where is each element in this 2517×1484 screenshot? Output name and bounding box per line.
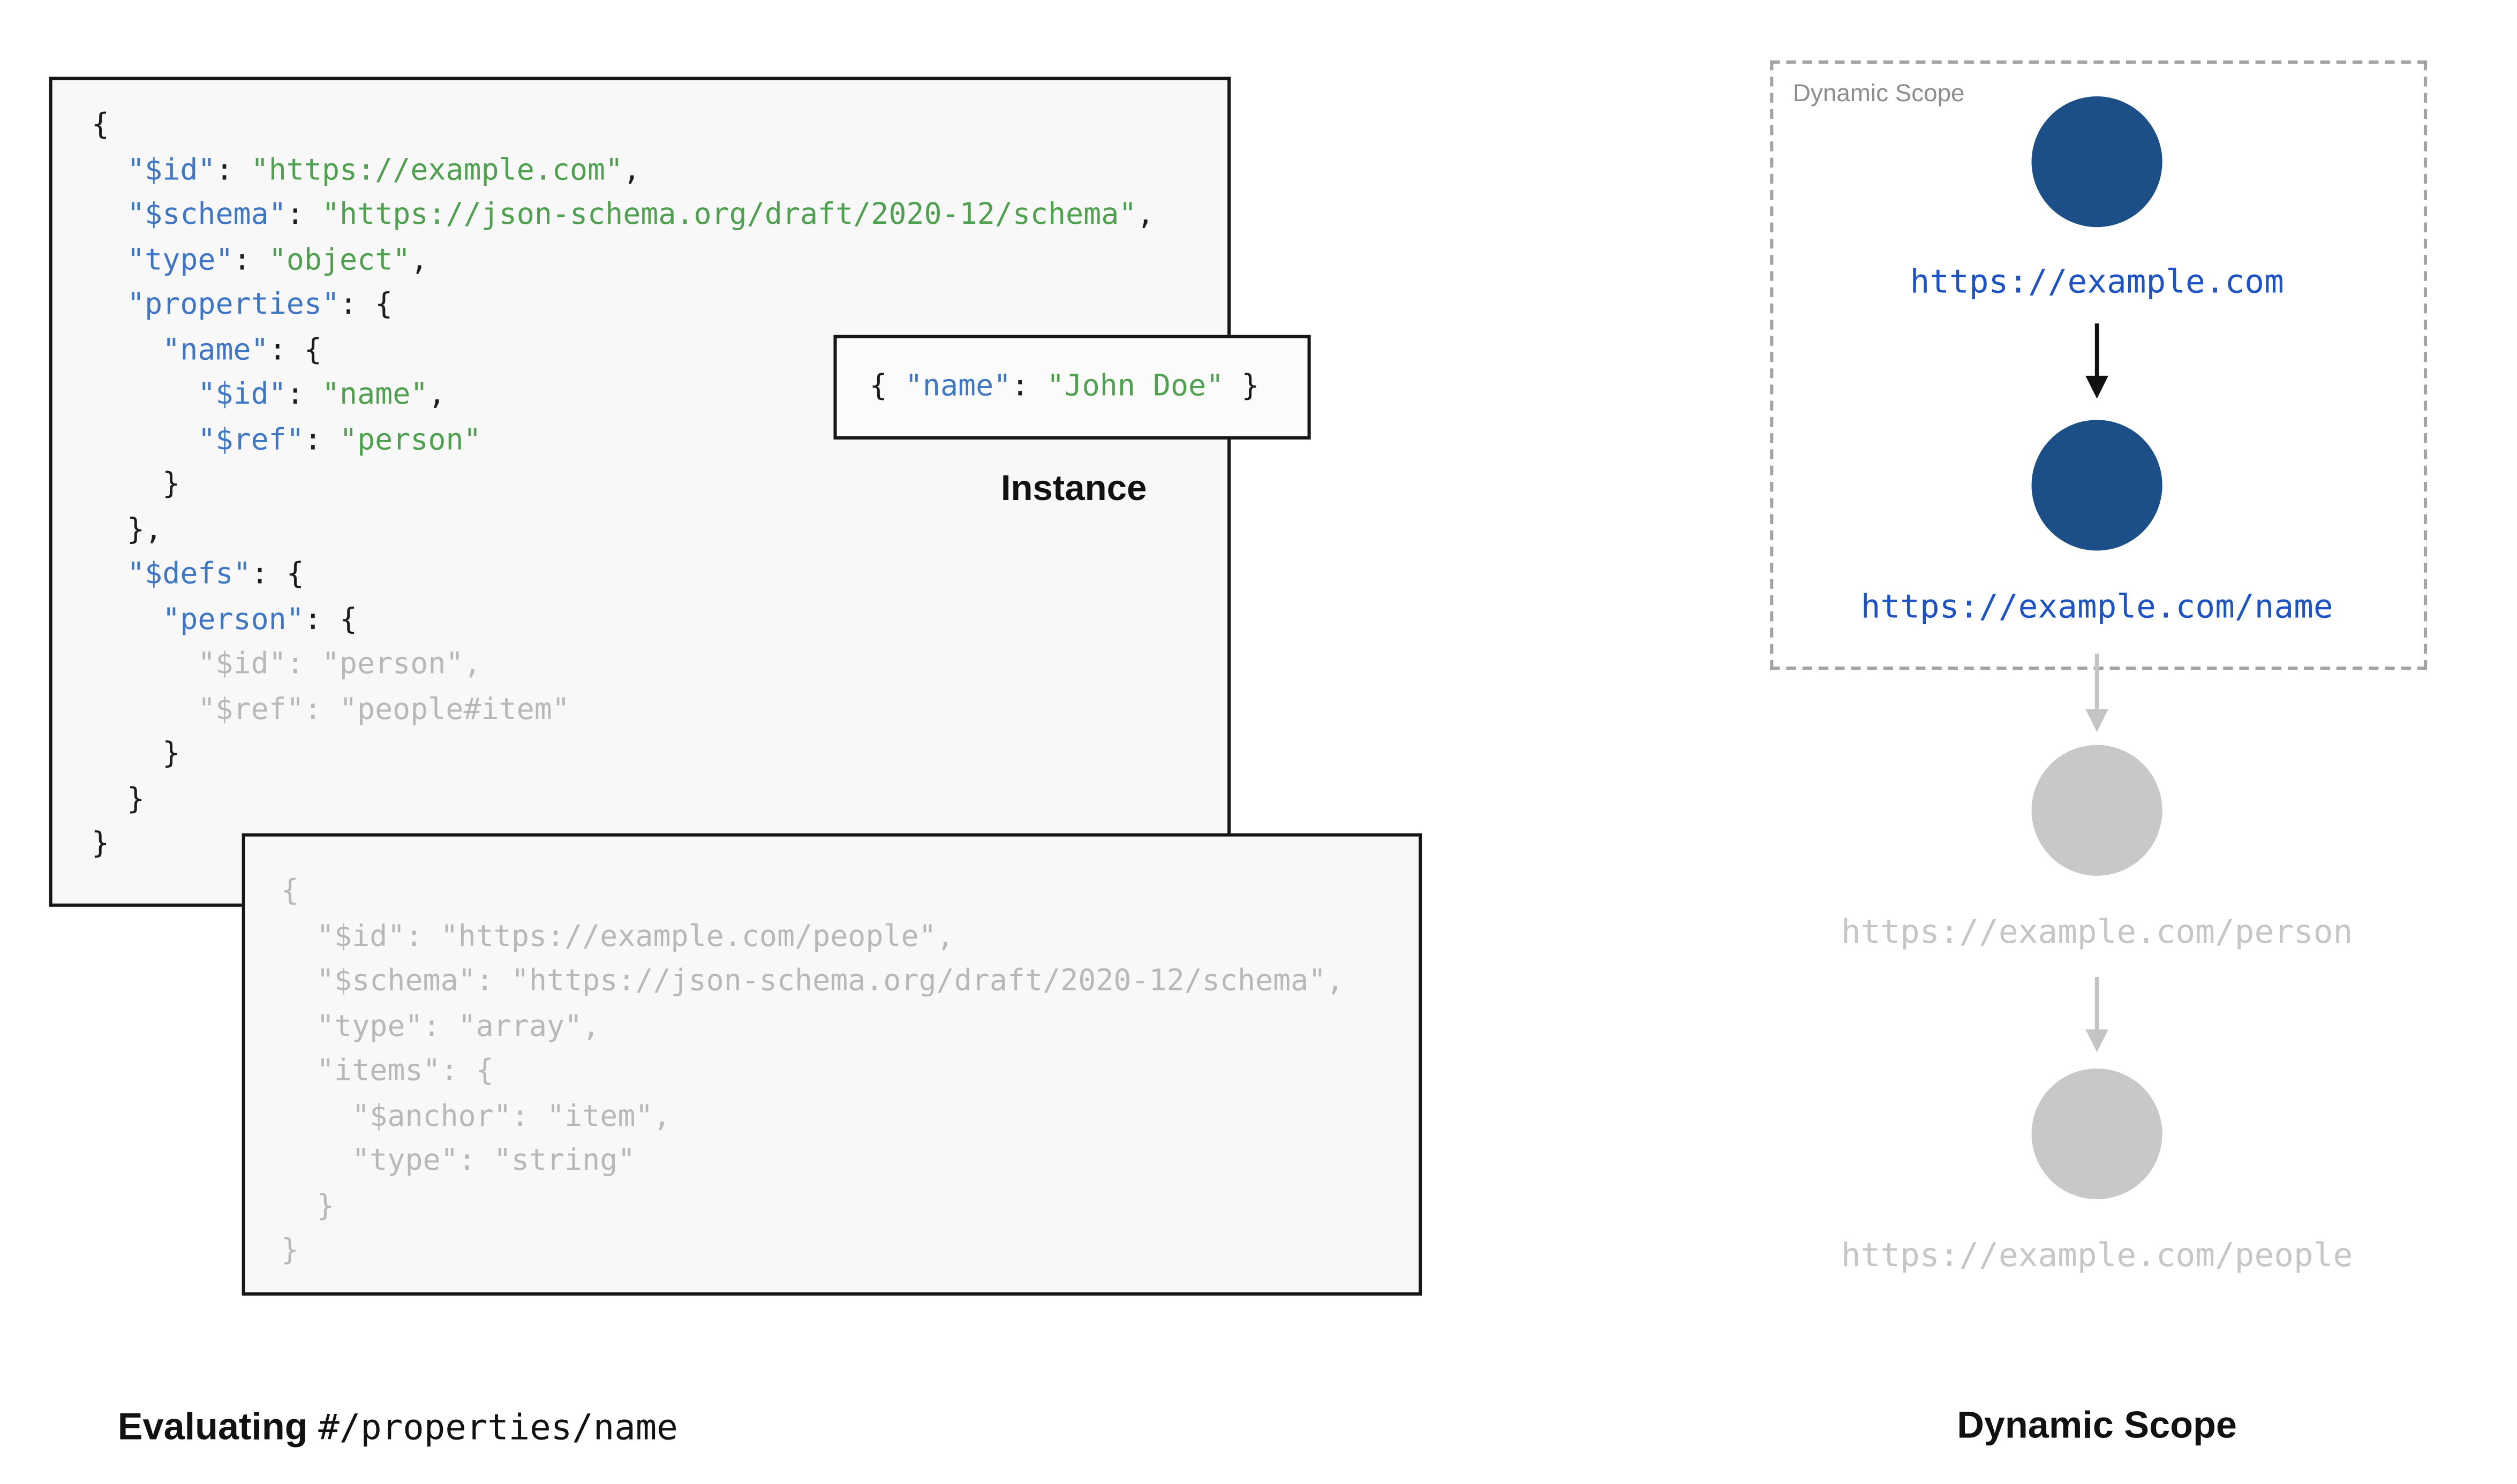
code-line: "type": "object", — [127, 243, 428, 277]
instance-caption: Instance — [1000, 467, 1147, 509]
code-line: "$schema": "https://json-schema.org/draf… — [127, 198, 1155, 232]
code-line: "$anchor": "item", — [281, 1099, 671, 1133]
code-line: "$defs": { — [127, 557, 304, 592]
scope-node-circle — [2031, 96, 2162, 228]
code-line: }, — [91, 512, 163, 547]
code-line: } — [281, 1233, 299, 1268]
evaluating-label: Evaluating — [117, 1405, 319, 1448]
code-line: "name": { — [162, 332, 322, 367]
code-line: "type": "array", — [281, 1009, 600, 1043]
arrow-down-icon — [2085, 977, 2108, 1053]
code-line: "$schema": "https://json-schema.org/draf… — [281, 964, 1344, 998]
code-line: "type": "string" — [281, 1144, 636, 1178]
code-line: "properties": { — [127, 287, 393, 322]
code-line: "$id": "name", — [198, 377, 446, 412]
code-line: } — [91, 737, 180, 771]
scope-node-label: https://example.com/name — [1860, 586, 2333, 626]
code-line: "$id": "person", — [91, 647, 481, 682]
code-line: "$ref": "person" — [198, 422, 481, 457]
dynamic-scope-caption: Dynamic Scope — [1957, 1403, 2237, 1446]
code-line: { — [281, 874, 299, 908]
people-schema-code-panel: { "$id": "https://example.com/people", "… — [242, 833, 1422, 1296]
json-pointer: #/properties/name — [318, 1408, 678, 1450]
code-line: } — [91, 467, 180, 502]
instance-panel: { "name": "John Doe" } — [833, 335, 1311, 440]
code-line: "person": { — [162, 602, 358, 637]
dynamic-scope-box-label: Dynamic Scope — [1792, 80, 1965, 108]
schema-code-panel: { "$id": "https://example.com", "$schema… — [49, 77, 1231, 907]
scope-node-circle — [2031, 1068, 2162, 1200]
scope-node-circle — [2031, 420, 2162, 551]
scope-node-label: https://example.com/people — [1841, 1235, 2353, 1275]
arrow-down-icon — [2085, 653, 2108, 732]
code-line: "$id": "https://example.com", — [127, 153, 641, 187]
code-line: "$ref": "people#item" — [91, 692, 570, 726]
evaluating-caption: Evaluating #/properties/name — [118, 1405, 678, 1449]
code-line: "$id": "https://example.com/people", — [281, 919, 954, 953]
code-line: } — [281, 1188, 335, 1223]
scope-node-label: https://example.com — [1910, 261, 2284, 301]
code-line: { "name": "John Doe" } — [869, 369, 1260, 404]
code-line: { — [91, 108, 110, 142]
code-line: "items": { — [281, 1054, 494, 1088]
code-line: } — [91, 827, 110, 861]
code-line: } — [91, 782, 145, 816]
scope-node-label: https://example.com/person — [1841, 911, 2353, 951]
arrow-down-icon — [2085, 323, 2108, 399]
scope-node-circle — [2031, 745, 2162, 876]
